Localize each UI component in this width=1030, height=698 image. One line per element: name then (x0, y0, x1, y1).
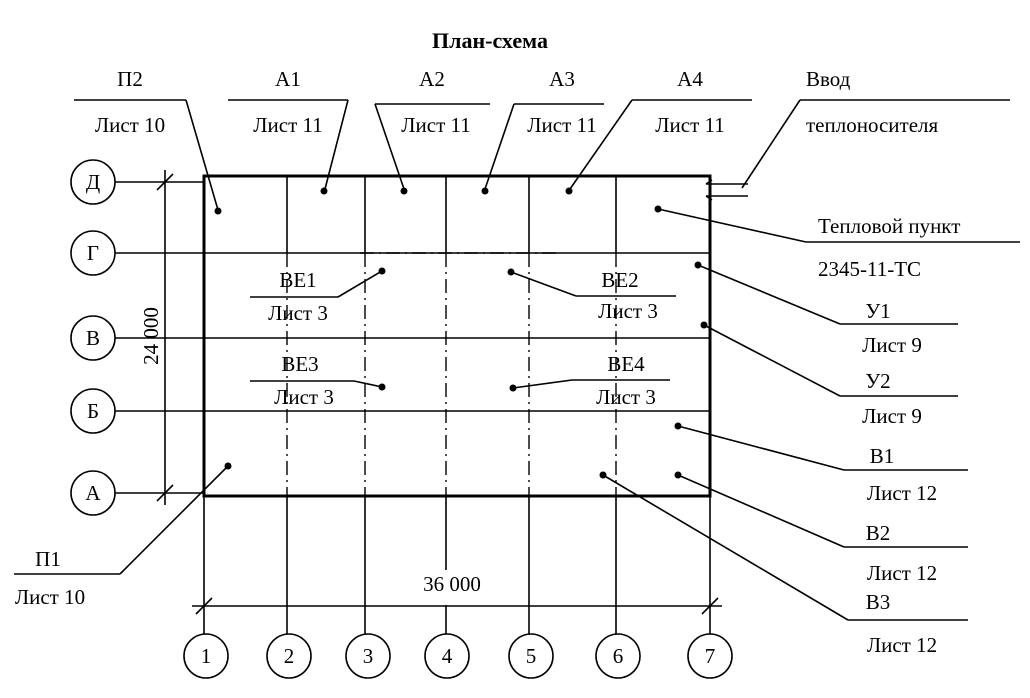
callout-name: А4 (677, 67, 703, 91)
row-axis-label: Д (86, 170, 100, 194)
callout-a3: А3 Лист 11 (481, 67, 604, 195)
drawing-title: План-схема (432, 28, 548, 53)
col-axis-1: 1 (183, 633, 229, 679)
row-axis-v: В (70, 315, 205, 361)
col-axis-label: 2 (284, 644, 295, 668)
callout-sheet: Лист 10 (15, 585, 85, 609)
callout-sheet: Лист 9 (862, 333, 922, 357)
callout-be2: ВЕ2 Лист 3 (507, 268, 676, 323)
col-axis-7: 7 (687, 633, 733, 679)
callout-heat-inlet: Ввод теплоносителя (741, 67, 1010, 189)
callout-name: В3 (866, 590, 891, 614)
callout-sheet: Лист 3 (598, 299, 658, 323)
row-axis-label: Г (87, 241, 99, 265)
callout-a4: А4 Лист 11 (565, 67, 752, 195)
col-axis-6: 6 (595, 633, 641, 679)
callout-name: ВЕ3 (281, 352, 318, 376)
callout-name: А2 (419, 67, 445, 91)
row-axis-label: Б (87, 399, 99, 423)
vertical-dimension-label: 24 000 (139, 307, 163, 365)
callout-sheet: Лист 12 (867, 633, 937, 657)
callout-b3: В3 Лист 12 (599, 471, 968, 657)
callout-name: ВЕ1 (279, 268, 316, 292)
callout-u1: У1 Лист 9 (694, 261, 958, 357)
heat-inlet-pipes (705, 179, 748, 201)
col-axis-5: 5 (508, 633, 554, 679)
callout-sheet: Лист 9 (862, 404, 922, 428)
callout-sheet: Лист 11 (527, 113, 596, 137)
callout-name: П1 (35, 547, 61, 571)
callout-sheet: Лист 11 (401, 113, 470, 137)
callout-sheet: Лист 12 (867, 561, 937, 585)
row-axis-g: Г (70, 230, 205, 276)
callout-name: У1 (865, 299, 890, 323)
col-axis-label: 7 (705, 644, 716, 668)
callout-be4: ВЕ4 Лист 3 (509, 352, 670, 409)
callout-line1: Тепловой пункт (818, 214, 960, 238)
callout-a2: А2 Лист 11 (374, 67, 490, 195)
col-axis-label: 1 (201, 644, 212, 668)
callout-p1: П1 Лист 10 (14, 462, 232, 609)
col-axis-4: 4 (424, 633, 470, 679)
callout-sheet: Лист 11 (655, 113, 724, 137)
callout-line2: 2345-11-ТС (818, 257, 921, 281)
row-axis-label: В (86, 326, 100, 350)
row-axis-d: Д (70, 159, 205, 205)
callout-b2: В2 Лист 12 (674, 471, 968, 585)
horizontal-dimension-label: 36 000 (423, 572, 481, 596)
col-axis-2: 2 (266, 633, 312, 679)
callout-name: П2 (117, 67, 143, 91)
callout-name: А3 (549, 67, 575, 91)
row-axis-b: Б (70, 388, 205, 434)
col-axis-label: 3 (363, 644, 374, 668)
row-axis-label: А (85, 481, 101, 505)
callout-name: ВЕ4 (607, 352, 645, 376)
row-axis-a: А (70, 470, 205, 516)
callout-sheet: Лист 3 (596, 385, 656, 409)
callout-name: У2 (865, 369, 890, 393)
callout-sheet: Лист 3 (268, 301, 328, 325)
horizontal-dimension: 36 000 (192, 572, 722, 615)
callout-name: А1 (275, 67, 301, 91)
col-axis-3: 3 (345, 633, 391, 679)
callout-name: ВЕ2 (601, 268, 638, 292)
col-axis-label: 6 (613, 644, 624, 668)
building-outline (202, 174, 712, 498)
callout-be3: ВЕ3 Лист 3 (250, 352, 386, 409)
callout-line1: Ввод (806, 67, 851, 91)
callout-p2: П2 Лист 10 (74, 67, 222, 215)
callout-u2: У2 Лист 9 (700, 321, 958, 428)
vertical-dimension: 24 000 (139, 170, 174, 505)
callout-line2: теплоносителя (806, 113, 939, 137)
callout-b1: В1 Лист 12 (674, 422, 968, 505)
callout-sheet: Лист 12 (867, 481, 937, 505)
callout-sheet: Лист 3 (274, 385, 334, 409)
callout-sheet: Лист 11 (253, 113, 322, 137)
callout-a1: А1 Лист 11 (228, 67, 349, 195)
callout-name: В2 (866, 521, 891, 545)
col-axis-label: 5 (526, 644, 537, 668)
callout-be1: ВЕ1 Лист 3 (250, 267, 386, 325)
callout-sheet: Лист 10 (95, 113, 165, 137)
col-axis-label: 4 (442, 644, 453, 668)
callout-name: В1 (870, 444, 895, 468)
callout-heat-point: Тепловой пункт 2345-11-ТС (654, 205, 1020, 281)
